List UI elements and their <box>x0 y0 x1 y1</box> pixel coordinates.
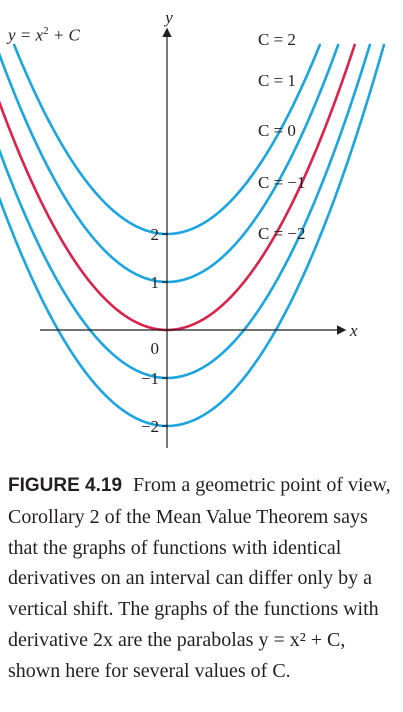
figure: 2 1 0 −1 −2 x y C = 2 C = 1 C = 0 C = −1 C = −2 y =… <box>0 8 386 448</box>
series-label: C = 0 <box>258 121 296 140</box>
function-label-suffix: + C <box>48 25 80 45</box>
y-tick-label: −2 <box>141 417 159 436</box>
x-axis-label: x <box>349 321 358 340</box>
function-family-label: y = x2 + C <box>8 25 80 46</box>
function-label-exponent: 2 <box>43 25 49 37</box>
y-tick-label: 2 <box>151 225 160 244</box>
series-label: C = 2 <box>258 30 296 49</box>
axes-group <box>40 27 347 448</box>
y-tick-label: −1 <box>141 369 159 388</box>
figure-number: FIGURE 4.19 <box>8 475 123 496</box>
series-label: C = −1 <box>258 173 306 192</box>
curves-group <box>0 43 386 428</box>
caption-text: From a geometric point of view, Corollar… <box>8 474 391 682</box>
function-label-prefix: y = x <box>8 25 44 45</box>
parabola-chart: 2 1 0 −1 −2 x y C = 2 C = 1 C = 0 C = −1 C = −2 <box>0 8 386 448</box>
series-label: C = 1 <box>258 71 296 90</box>
series-label: C = −2 <box>258 224 306 243</box>
labels-group: 2 1 0 −1 −2 x y C = 2 C = 1 C = 0 C = −1 C = −2 <box>141 8 358 436</box>
y-axis-label: y <box>163 8 173 27</box>
y-tick-label: 0 <box>151 339 160 358</box>
figure-caption: FIGURE 4.19 From a geometric point of vi… <box>8 470 396 687</box>
y-tick-label: 1 <box>151 273 160 292</box>
